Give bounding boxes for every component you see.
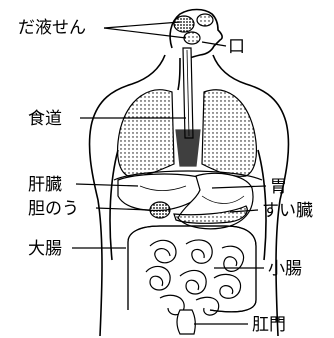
label-small-intestine: 小腸	[214, 259, 302, 279]
liver-label: 肝臓	[28, 175, 62, 195]
stomach-label: 胃	[270, 177, 287, 197]
esophagus-label: 食道	[28, 109, 62, 129]
rectum-shape	[177, 310, 195, 334]
small-intestine-label: 小腸	[268, 259, 302, 279]
large-intestine-shape	[128, 226, 256, 312]
gallbladder-label: 胆のう	[28, 199, 79, 219]
label-anus: 肛門	[194, 315, 286, 335]
mouth-label: 口	[228, 37, 245, 57]
anus-label: 肛門	[252, 315, 286, 335]
small-intestine-coils	[146, 240, 244, 315]
label-mouth: 口	[202, 37, 245, 57]
salivary-glands-leader-2	[104, 28, 186, 38]
large-intestine-label: 大腸	[28, 239, 62, 259]
salivary-glands-leader	[104, 22, 180, 28]
salivary-gland-shapes	[174, 14, 213, 44]
esophagus-tube	[183, 48, 193, 138]
pancreas-label: すい臓	[262, 201, 313, 221]
label-salivary-glands: だ液せん	[18, 18, 186, 38]
gallbladder-shape	[150, 202, 170, 218]
salivary-glands-label: だ液せん	[18, 18, 86, 38]
